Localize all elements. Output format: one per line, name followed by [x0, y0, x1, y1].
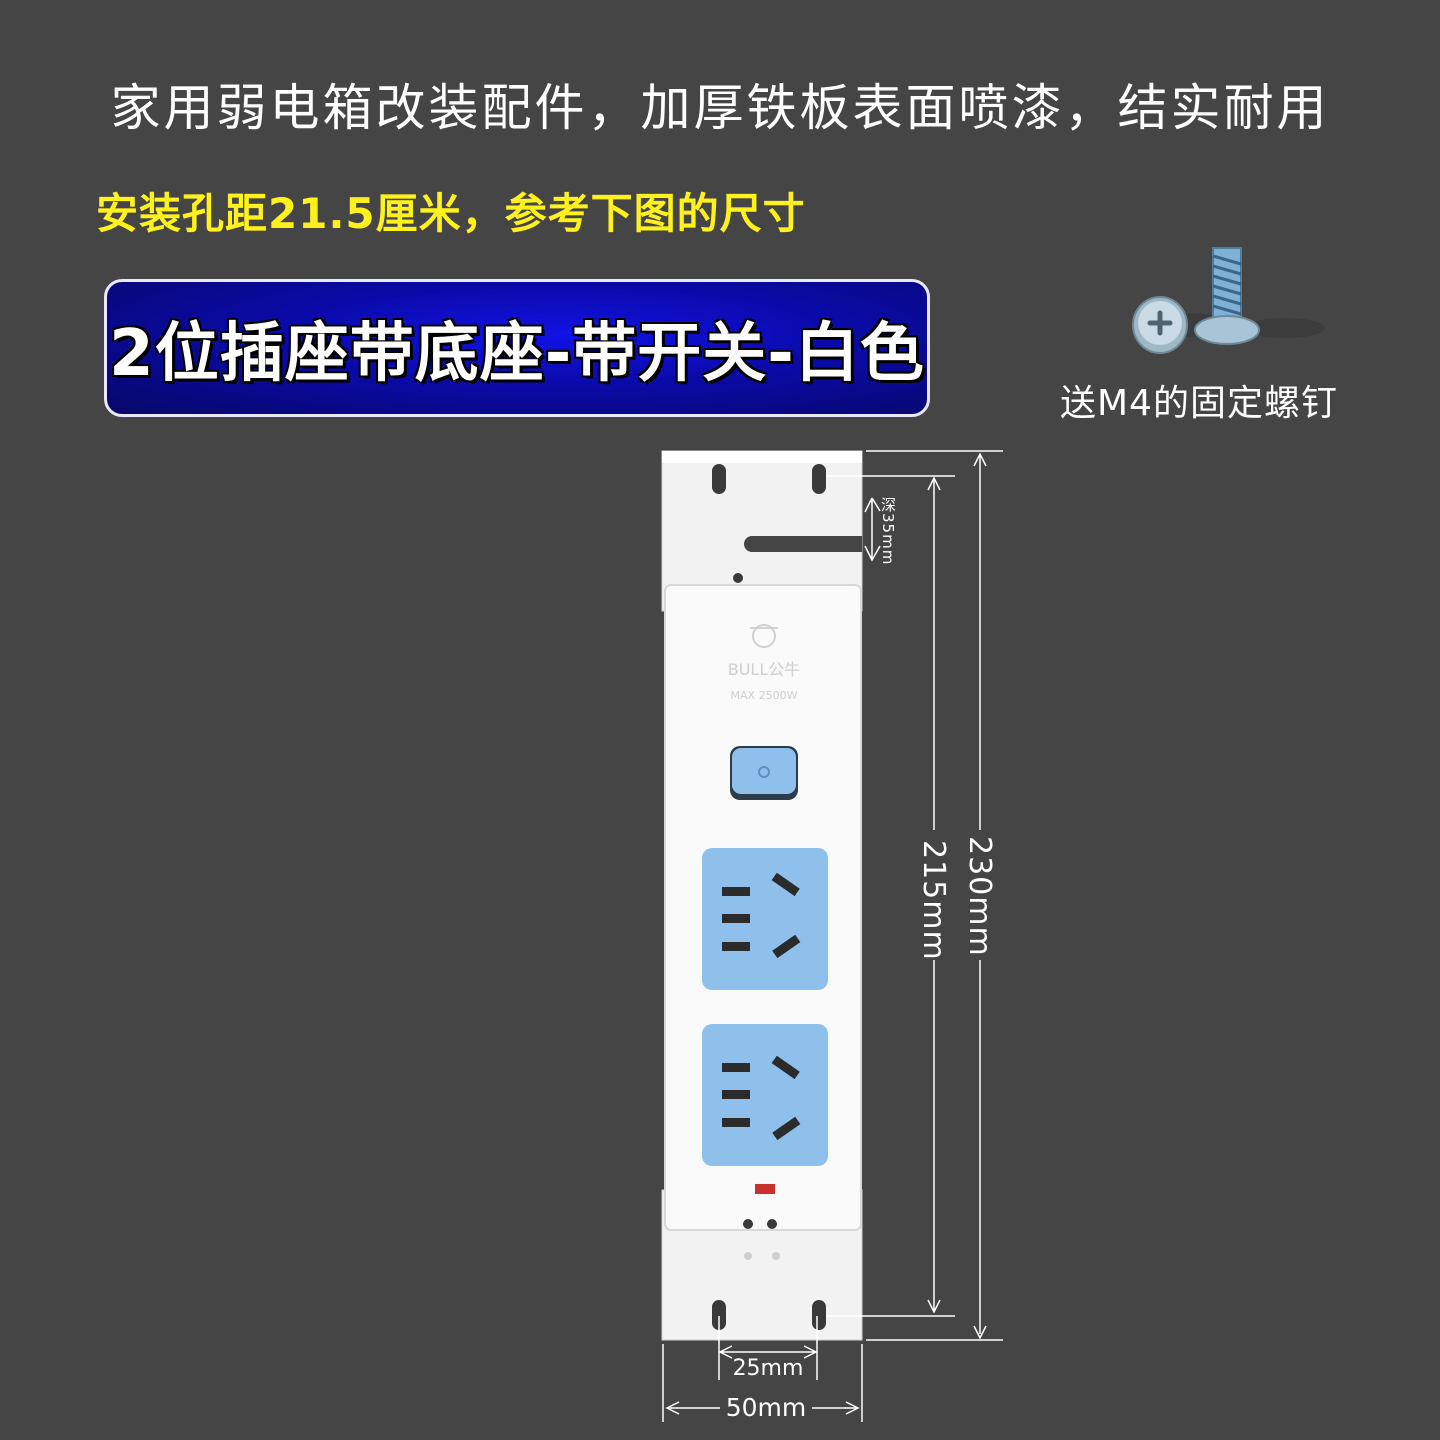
- dimension-lines: [662, 450, 1003, 1422]
- screw-icon: [1132, 247, 1325, 354]
- power-switch[interactable]: [730, 746, 798, 800]
- hole-width-label: 25mm: [733, 1356, 804, 1381]
- socket-1[interactable]: [702, 848, 828, 990]
- headline: 家用弱电箱改装配件，加厚铁板表面喷漆，结实耐用: [110, 79, 1330, 137]
- total-height-label: 230mm: [962, 836, 997, 957]
- brand-label: BULL公牛: [728, 660, 801, 679]
- mounting-hole: [712, 1300, 726, 1330]
- mounting-hole: [712, 464, 726, 494]
- depth-label: 深35mm: [879, 497, 897, 566]
- product-title-banner: 2位插座带底座-带开关-白色: [104, 279, 930, 417]
- mounting-hole: [812, 464, 826, 494]
- width-label: 50mm: [726, 1393, 807, 1422]
- install-spacing-note: 安装孔距21.5厘米，参考下图的尺寸: [96, 189, 806, 238]
- product-title: 2位插座带底座-带开关-白色: [109, 317, 925, 391]
- socket-2[interactable]: [702, 1024, 828, 1166]
- power-indicator-light: [755, 1184, 775, 1194]
- power-icon: [758, 766, 770, 778]
- mounting-hole: [812, 1300, 826, 1330]
- screw-caption: 送M4的固定螺钉: [1060, 383, 1338, 424]
- bull-logo-icon: [750, 624, 778, 648]
- hole-spacing-label: 215mm: [916, 840, 951, 961]
- rating-label: MAX 2500W: [731, 689, 798, 702]
